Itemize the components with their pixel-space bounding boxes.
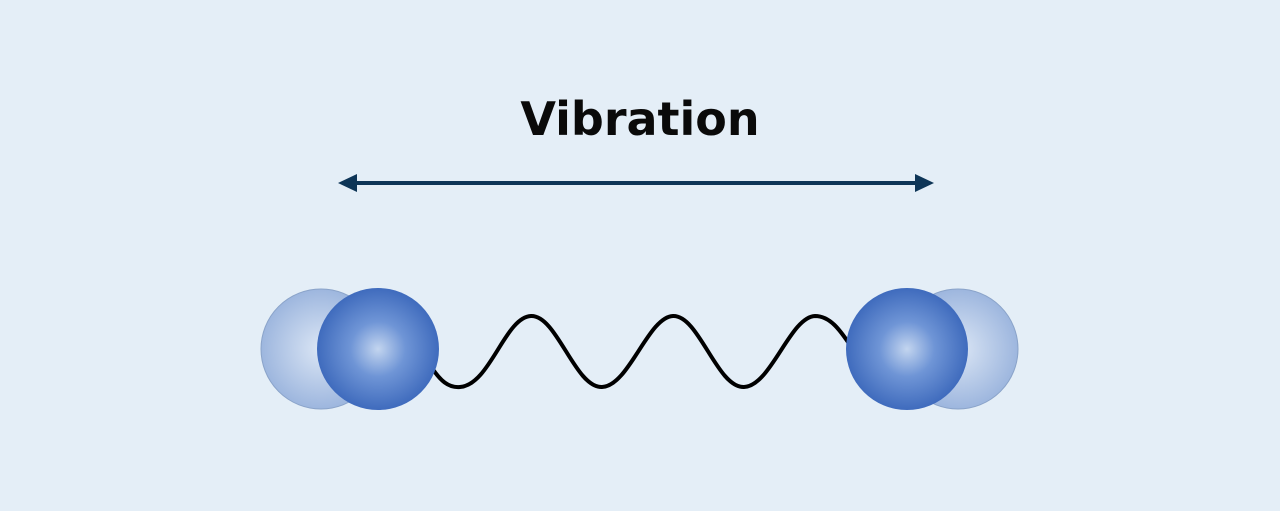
arrow-left-head-icon	[338, 174, 357, 192]
arrow-right-head-icon	[915, 174, 934, 192]
left-atom	[317, 288, 439, 410]
diagram-title: Vibration	[520, 92, 760, 146]
right-atom	[846, 288, 968, 410]
double-headed-arrow	[338, 174, 934, 192]
spring-bond	[430, 313, 852, 390]
